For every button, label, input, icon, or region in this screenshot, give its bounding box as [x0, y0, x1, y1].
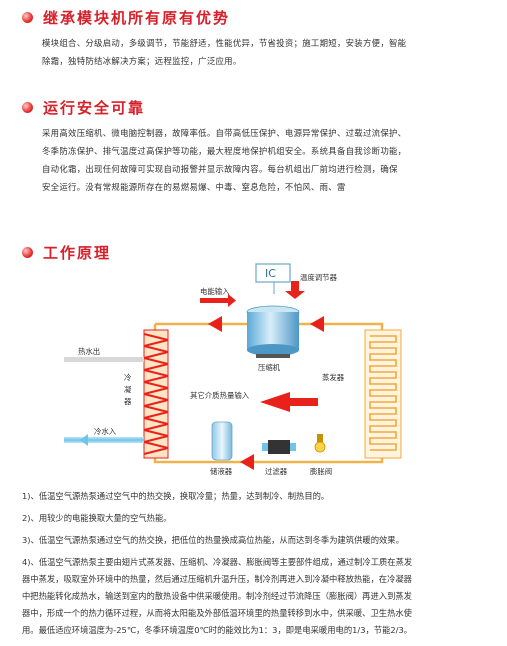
water-pipes — [64, 357, 144, 446]
cold-water-pipe — [64, 437, 144, 443]
section-paragraph: 采用高效压缩机、微电脑控制器，故障率低。自带高低压保护、电源异常保护、过载过流保… — [42, 124, 492, 196]
note-line: 器中，形成一个的热力循环过程，从而将太阳能及外部低温环境里的热量转移到水中，供采… — [22, 608, 412, 618]
red-bullet-icon — [22, 11, 33, 23]
note-line: 4)、低温空气源热泵主要由翅片式蒸发器、压缩机、冷凝器、膨胀阀等主要部件组成，通… — [22, 557, 413, 567]
condenser-coil — [143, 329, 169, 459]
red-bullet-icon — [22, 101, 33, 113]
receiver-tank — [211, 421, 233, 461]
paragraph-line: 安全运行。没有常规能源所存在的易燃易爆、中毒、窒息危险，不怕风、雨、雷 — [42, 182, 346, 192]
note-line: 1)、低温空气源热泵通过空气中的热交换，换取冷量；热量，达到制冷、制热目的。 — [22, 491, 330, 501]
section-title: 继承模块机所有原有优势 — [43, 8, 231, 27]
section-title: 运行安全可靠 — [43, 98, 146, 117]
note-line: 中把热能转化成热水，输送到室内的散热设备中供采暖使用。制冷剂经过节流降压（膨胀阀… — [22, 591, 412, 601]
compressor — [246, 305, 300, 358]
power-input-arrow-icon — [228, 294, 236, 307]
power-arrow-icon — [285, 281, 305, 299]
hot-water-out-label: 热水出 — [78, 347, 101, 356]
section-title: 工作原理 — [43, 243, 112, 262]
section-heading: 运行安全可靠 — [22, 96, 145, 118]
evaporator-label: 蒸发器 — [322, 373, 345, 382]
power-input-label: 电能输入 — [200, 287, 230, 296]
filter-label: 过滤器 — [265, 467, 288, 476]
principle-notes: 1)、低温空气源热泵通过空气中的热交换，换取冷量；热量，达到制冷、制热目的。 2… — [22, 488, 492, 639]
cold-water-in-label: 冷水入 — [94, 427, 117, 436]
arrow-left-icon — [310, 316, 324, 332]
section-paragraph: 模块组合、分级启动，多级调节，节能舒适，性能优异，节省投资；施工期短，安装方便，… — [42, 34, 492, 70]
receiver-label: 储液器 — [210, 467, 233, 476]
expansion-valve-label: 膨胀阀 — [310, 467, 333, 476]
red-bullet-icon — [22, 246, 33, 258]
expansion-valve — [314, 434, 326, 453]
thermostat-label: 温度调节器 — [300, 273, 337, 282]
paragraph-line: 除霜，独特防结冰解决方案；远程监控，广泛应用。 — [42, 56, 242, 66]
note-line: 器中蒸发，吸取室外环境中的热量，然后通过压缩机升温升压，制冷剂再进入到冷凝中释放… — [22, 574, 412, 584]
paragraph-line: 自动化霜，出现任何故障可实现自动报警并显示故障内容。每台机组出厂前均进行检测，确… — [42, 164, 398, 174]
power-input-bar — [200, 298, 228, 303]
paragraph-line: 采用高效压缩机、微电脑控制器，故障率低。自带高低压保护、电源异常保护、过载过流保… — [42, 128, 407, 138]
note-line: 2)、用较少的电能换取大量的空气热能。 — [22, 513, 172, 523]
evaporator-coil — [364, 329, 402, 459]
filter — [262, 440, 296, 454]
ic-label: IC — [265, 267, 276, 280]
section-heading: 工作原理 — [22, 241, 111, 263]
thermostat-box — [200, 263, 305, 307]
paragraph-line: 冬季防冻保护、排气温度过高保护等功能，最大程度地保护机组安全。系统具备自我诊断功… — [42, 146, 407, 156]
section-heading: 继承模块机所有原有优势 — [22, 6, 230, 28]
heat-pump-diagram: IC 温度调节器 电能输入 热水出 冷凝器 压缩机 蒸发器 其它介质热量输入 冷… — [60, 262, 450, 480]
condenser-label: 冷凝器 — [124, 373, 132, 406]
heat-input-arrow-icon — [260, 392, 318, 412]
compressor-label: 压缩机 — [258, 363, 281, 372]
arrow-left-icon — [240, 454, 254, 470]
cold-water-arrow-icon — [80, 434, 88, 446]
note-line: 3)、低温空气源热泵通过空气的热交换，把低位的热量换成高位热能，从而达到冬季为建… — [22, 535, 404, 545]
diagram-canvas — [64, 263, 402, 470]
hot-water-pipe — [64, 357, 144, 362]
note-line: 用。最低适应环境温度为-25℃，冬季环境温度0℃时的能效比为1：3，即是电采暖用… — [22, 625, 413, 635]
paragraph-line: 模块组合、分级启动，多级调节，节能舒适，性能优异，节省投资；施工期短，安装方便，… — [42, 38, 407, 48]
other-heat-label: 其它介质热量输入 — [190, 391, 250, 400]
arrow-left-icon — [208, 316, 222, 332]
